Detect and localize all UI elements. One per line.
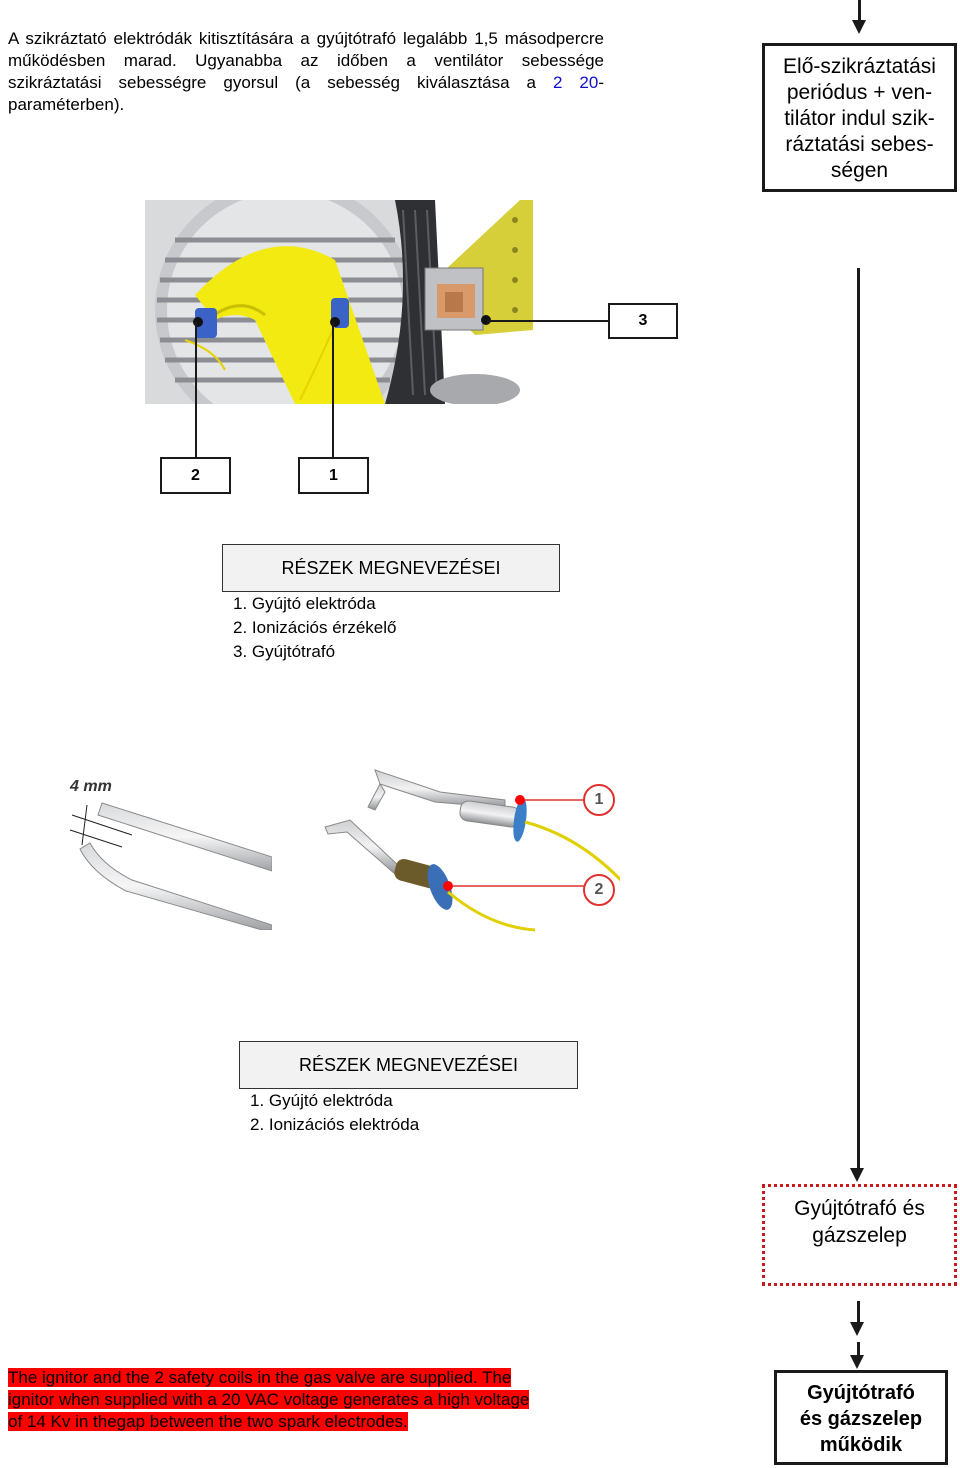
flow-box-line: gázszelep <box>812 1224 907 1247</box>
parts-list-2: 1. Gyújtó elektróda 2. Ionizációs elektr… <box>250 1089 419 1137</box>
callout-line-1 <box>332 322 334 460</box>
list-item: 2. Ionizációs elektróda <box>250 1115 420 1134</box>
gap-label: 4 mm <box>70 778 112 795</box>
note-line: ignitor when supplied with a 20 VAC volt… <box>8 1390 530 1409</box>
callout-2: 2 <box>583 874 615 906</box>
parts-title-box: RÉSZEK MEGNEVEZÉSEI <box>222 544 560 592</box>
english-note: The ignitor and the 2 safety coils in th… <box>8 1367 608 1433</box>
flow-box-line: Elő-szikráztatási <box>783 55 936 78</box>
flow-box-line: Gyújtótrafó <box>807 1382 915 1404</box>
flow-line-lower <box>857 1301 860 1323</box>
list-item: 3. Gyújtótrafó <box>233 642 336 661</box>
parts-list-1: 1. Gyújtó elektróda 2. Ionizációs érzéke… <box>233 592 396 664</box>
flow-box-line: működik <box>819 1434 903 1456</box>
electrodes-illustration <box>324 769 620 932</box>
flow-line-main <box>857 268 860 1170</box>
parts-title: RÉSZEK MEGNEVEZÉSEI <box>281 558 501 578</box>
list-item: 1. Gyújtó elektróda <box>250 1091 393 1110</box>
burner-assembly-illustration <box>145 200 533 404</box>
label-1: 1 <box>298 457 369 494</box>
flow-box-line: periódus + ven- <box>786 81 933 104</box>
arrow-down-icon <box>850 1168 864 1182</box>
list-item: 1. Gyújtó elektróda <box>233 594 376 613</box>
intro-text: A szikráztató elektródák kitisztítására … <box>8 29 604 92</box>
flow-box-line: ráztatási sebes- <box>785 133 934 156</box>
label-text: 3 <box>638 312 648 329</box>
arrow-down-icon <box>852 20 866 34</box>
label-3: 3 <box>608 303 678 339</box>
flow-box-line: tilátor indul szik- <box>784 107 935 130</box>
flow-box-line: és gázszelep <box>799 1408 923 1430</box>
arrow-down-icon <box>850 1322 864 1336</box>
parts-title: RÉSZEK MEGNEVEZÉSEI <box>298 1055 519 1075</box>
note-line: of 14 Kv in thegap between the two spark… <box>8 1412 408 1431</box>
intro-paragraph: A szikráztató elektródák kitisztítására … <box>8 28 604 116</box>
label-text: 2 <box>191 467 200 484</box>
parts-title-box-2: RÉSZEK MEGNEVEZÉSEI <box>239 1041 578 1089</box>
label-2: 2 <box>160 457 231 494</box>
flow-box-line: Gyújtótrafó és <box>794 1197 925 1220</box>
callout-line-3 <box>487 320 609 322</box>
intro-text-end: -paraméterben). <box>8 73 604 114</box>
list-item: 2. Ionizációs érzékelő <box>233 618 397 637</box>
label-text: 1 <box>329 467 338 484</box>
flow-box-ignitor-valve: Gyújtótrafó és gázszelep <box>762 1184 957 1286</box>
note-line: The ignitor and the 2 safety coils in th… <box>8 1368 512 1387</box>
flow-box-pre-spark: Elő-szikráztatási periódus + ven- tiláto… <box>762 43 957 192</box>
arrow-down-icon <box>850 1355 864 1369</box>
callout-line-2 <box>195 322 197 460</box>
callout-1: 1 <box>583 784 615 816</box>
param-code: 2 20 <box>552 73 599 92</box>
flow-line-top <box>858 0 861 20</box>
electrode-gap-illustration <box>69 802 272 930</box>
flow-line-bottom <box>857 1342 860 1356</box>
flow-box-operating: Gyújtótrafó és gázszelep működik <box>774 1370 948 1465</box>
flow-box-line: ségen <box>830 159 889 182</box>
